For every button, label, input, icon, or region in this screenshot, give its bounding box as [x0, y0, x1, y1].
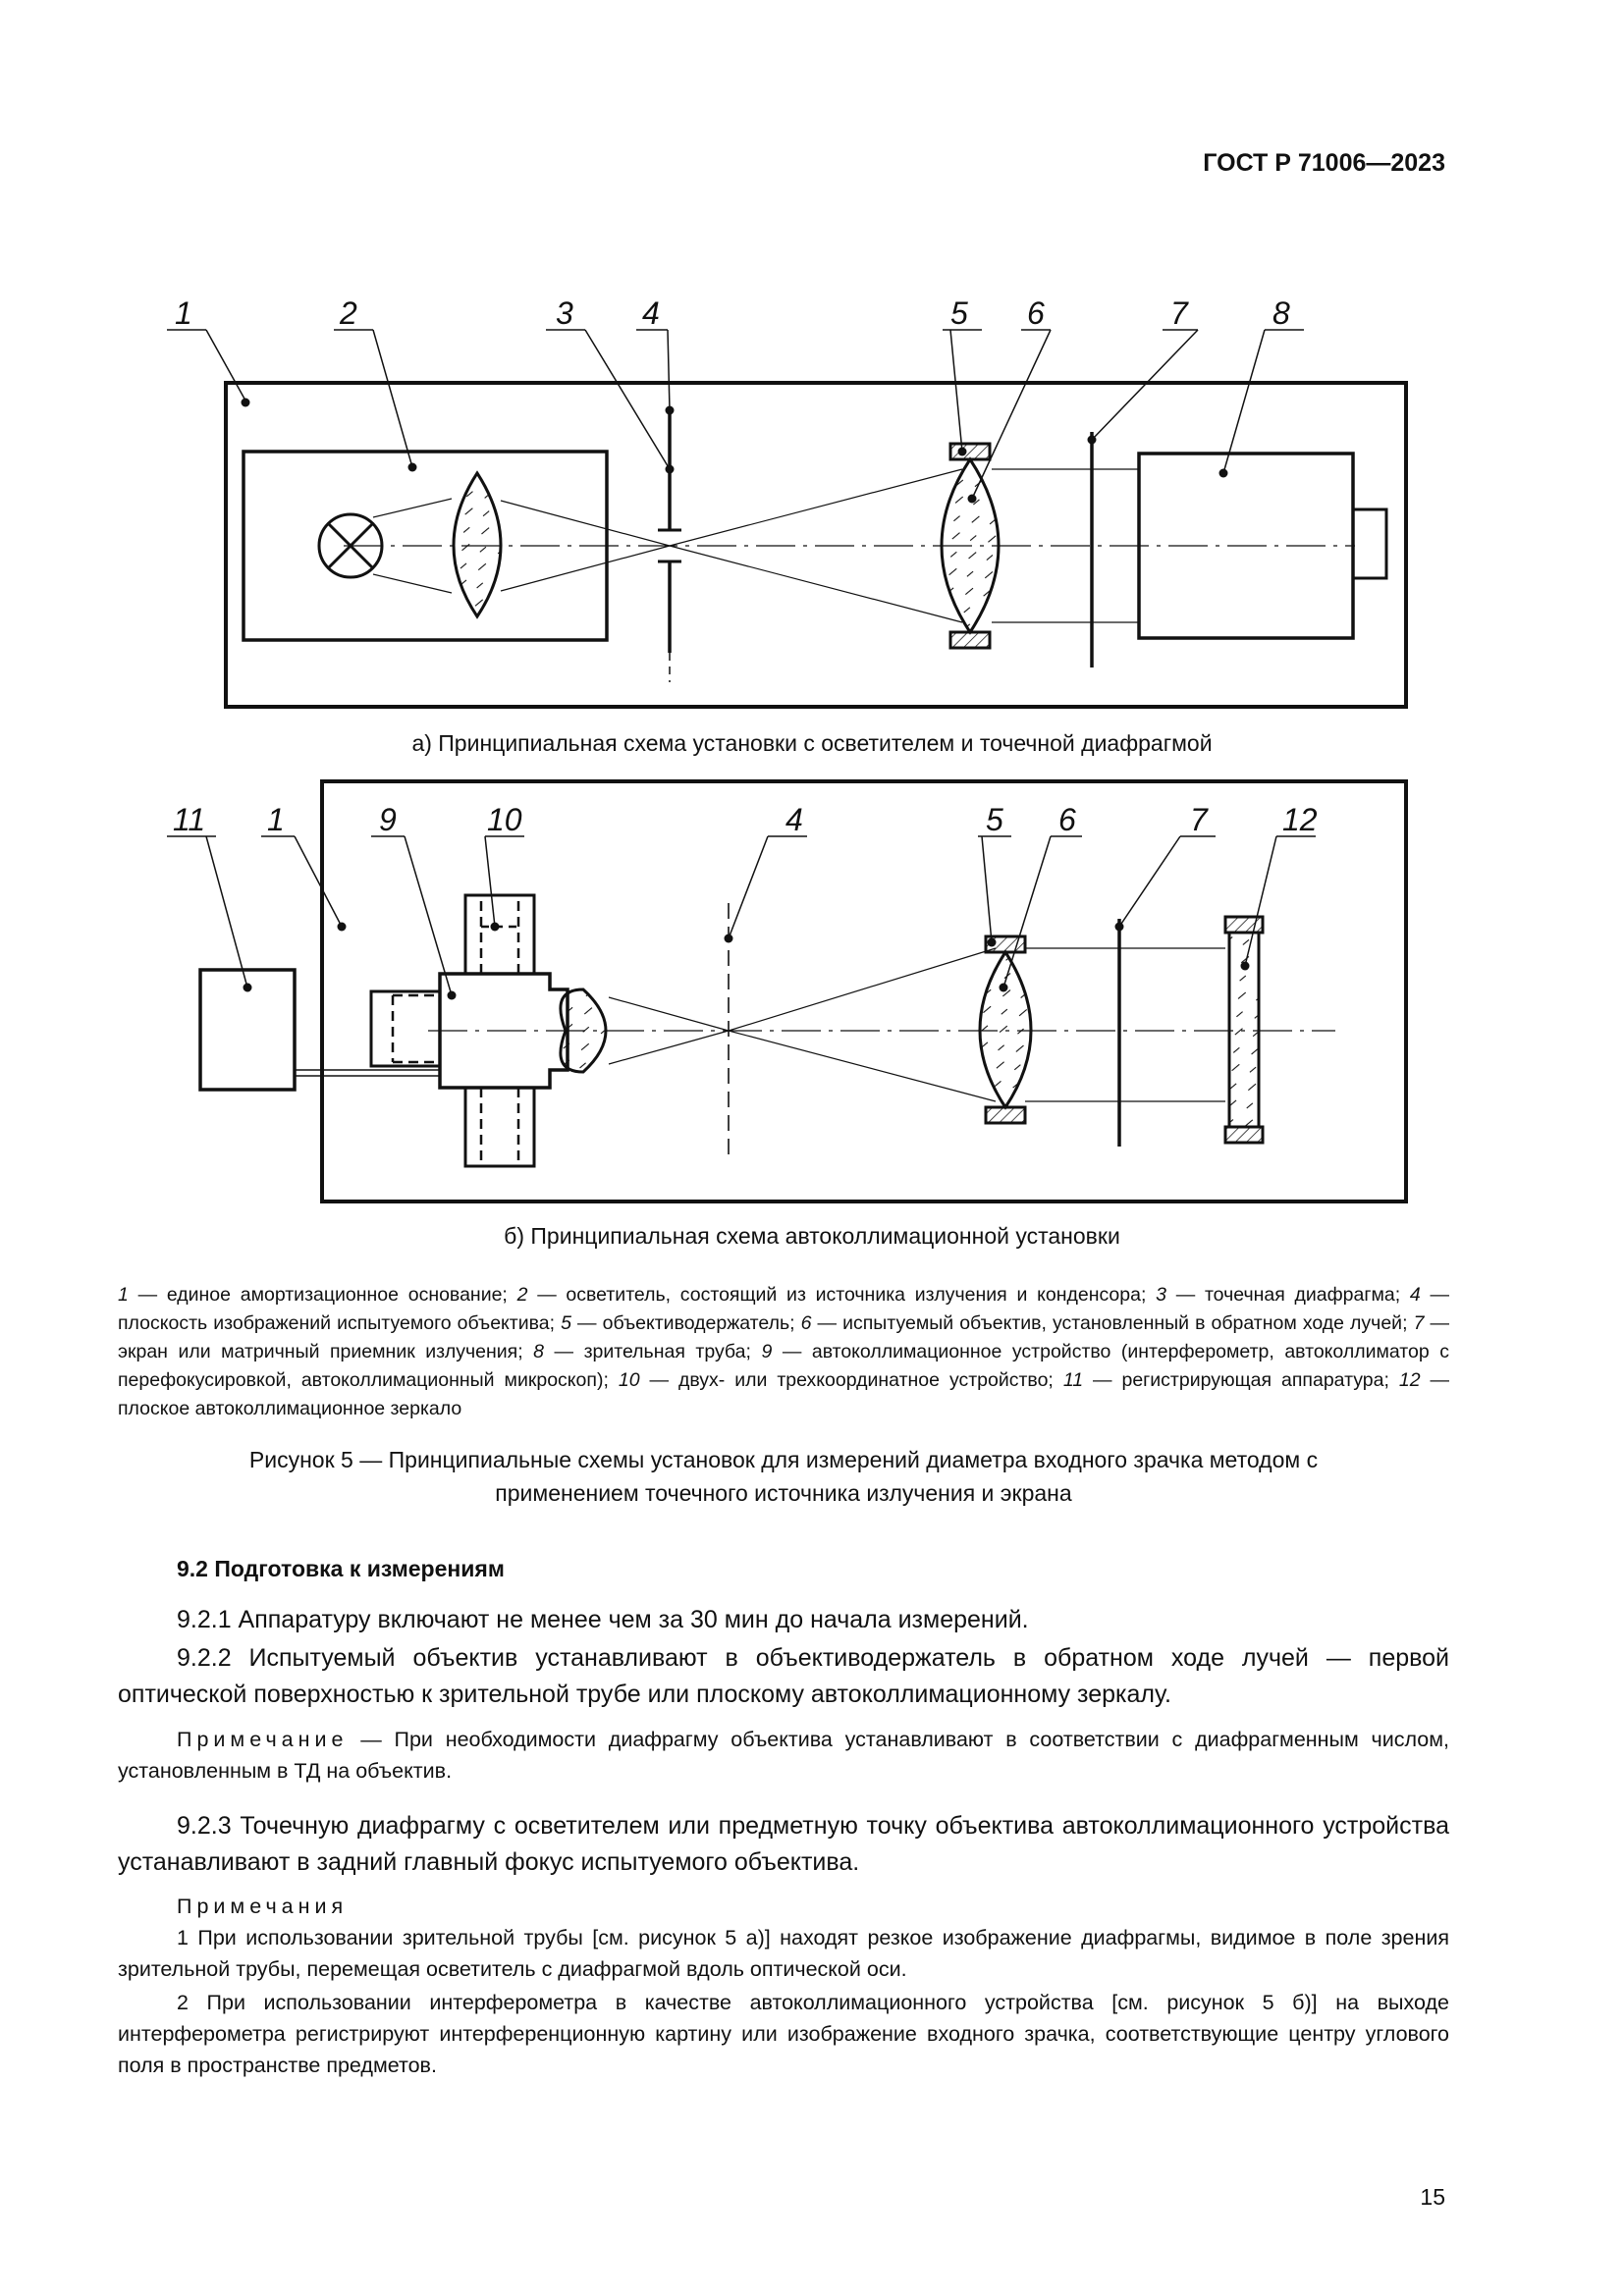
- legend-item: 6 — испытуемый объектив, установленный в…: [800, 1312, 1414, 1334]
- label-b-1: 1: [267, 802, 285, 837]
- caption-a: а) Принципиальная схема установки с осве…: [411, 730, 1213, 756]
- legend-item: 4 — плоскость изображений испытуемого об…: [118, 1284, 1450, 1334]
- notes-heading: Примечания: [118, 1891, 1449, 1922]
- diagram-a: [167, 329, 1408, 709]
- legend-item: 12 — плоское автоколлимационное зеркало: [118, 1369, 1450, 1419]
- label-a-2: 2: [339, 295, 357, 331]
- notes-label: Примечания: [177, 1895, 349, 1918]
- diagram-a-labels: 1 2 3 4 5 6 7 8: [175, 295, 1290, 331]
- diagram-b-labels: 11 1 9 10 4 5 6 7 12: [173, 802, 1318, 837]
- label-a-1: 1: [175, 295, 192, 331]
- leader-dots-a: [241, 398, 1228, 504]
- mirror-holder-bottom: [1223, 1125, 1265, 1145]
- device-camera: [369, 989, 442, 1068]
- label-a-3: 3: [556, 295, 573, 331]
- page-number: 15: [1420, 2184, 1445, 2210]
- test-lens-a: [940, 456, 1001, 635]
- note-item-1: 1 При использовании зрительной трубы [см…: [118, 1926, 1449, 1981]
- label-b-9: 9: [379, 802, 397, 837]
- figure-5-diagrams: 1 2 3 4 5 6 7 8: [167, 295, 1408, 1203]
- label-a-7: 7: [1170, 295, 1189, 331]
- label-a-6: 6: [1027, 295, 1045, 331]
- document-code: ГОСТ Р 71006—2023: [1203, 149, 1445, 177]
- legend-item: 7 — экран или матричный приемник излучен…: [118, 1312, 1449, 1362]
- legend-item: 9 — автоколлимационное устройство (интер…: [118, 1341, 1449, 1391]
- note-item-2: 2 При использовании интерферометра в кач…: [118, 1991, 1449, 2077]
- legend-item: 8 — зрительная труба;: [533, 1341, 762, 1362]
- legend-item: 1 — единое амортизационное основание;: [118, 1284, 517, 1306]
- label-b-6: 6: [1058, 802, 1076, 837]
- condenser-lens: [452, 470, 503, 619]
- telescope-eyepiece: [1351, 507, 1388, 580]
- diagram-b: [167, 779, 1408, 1203]
- legend-item: 5 — объективодержатель;: [561, 1312, 801, 1334]
- legend-item: 11 — регистрирующая аппаратура;: [1062, 1369, 1399, 1391]
- legend-item: 2 — осветитель, состоящий из источника и…: [516, 1284, 1157, 1306]
- leader-dots-b: [243, 922, 1250, 1000]
- paragraph-9-2-1: 9.2.1 Аппаратуру включают не менее чем з…: [177, 1606, 1029, 1633]
- figure-caption-line1: Рисунок 5 — Принципиальные схемы установ…: [248, 1447, 1319, 1472]
- base-b: [320, 779, 1408, 1203]
- coordinate-device-top: [463, 893, 536, 976]
- note-1: Примечание — При необходимости диафрагму…: [118, 1724, 1449, 1787]
- coordinate-device-bottom: [463, 1086, 536, 1168]
- note-text: — При необходимости диафрагму объектива …: [118, 1728, 1449, 1783]
- legend-item: 10 — двух- или трехкоординатное устройст…: [618, 1369, 1063, 1391]
- label-b-5: 5: [986, 802, 1003, 837]
- caption-b: б) Принципиальная схема автоколлимационн…: [504, 1223, 1120, 1249]
- label-b-10: 10: [487, 802, 522, 837]
- paragraph-9-2-2: 9.2.2 Испытуемый объектив устанавливают …: [118, 1644, 1449, 1708]
- figure-caption-line2: применением точечного источника излучени…: [495, 1480, 1072, 1506]
- label-b-11: 11: [173, 802, 205, 837]
- label-a-8: 8: [1272, 295, 1290, 331]
- figure-legend: 1 — единое амортизационное основание; 2 …: [118, 1281, 1449, 1423]
- paragraph-9-2-3: 9.2.3 Точечную диафрагму с осветителем и…: [118, 1812, 1449, 1876]
- section-title: 9.2 Подготовка к измерениям: [177, 1556, 505, 1581]
- label-a-4: 4: [642, 295, 660, 331]
- legend-item: 3 — точечная диафрагма;: [1156, 1284, 1410, 1306]
- label-b-7: 7: [1190, 802, 1209, 837]
- label-a-5: 5: [950, 295, 968, 331]
- base-a: [224, 381, 1408, 709]
- test-lens-b: [978, 949, 1033, 1110]
- figure-caption: Рисунок 5 — Принципиальные схемы установ…: [118, 1443, 1449, 1510]
- label-b-12: 12: [1282, 802, 1318, 837]
- note-label: Примечание: [177, 1728, 349, 1751]
- recording-apparatus: [198, 968, 297, 1092]
- label-b-4: 4: [785, 802, 803, 837]
